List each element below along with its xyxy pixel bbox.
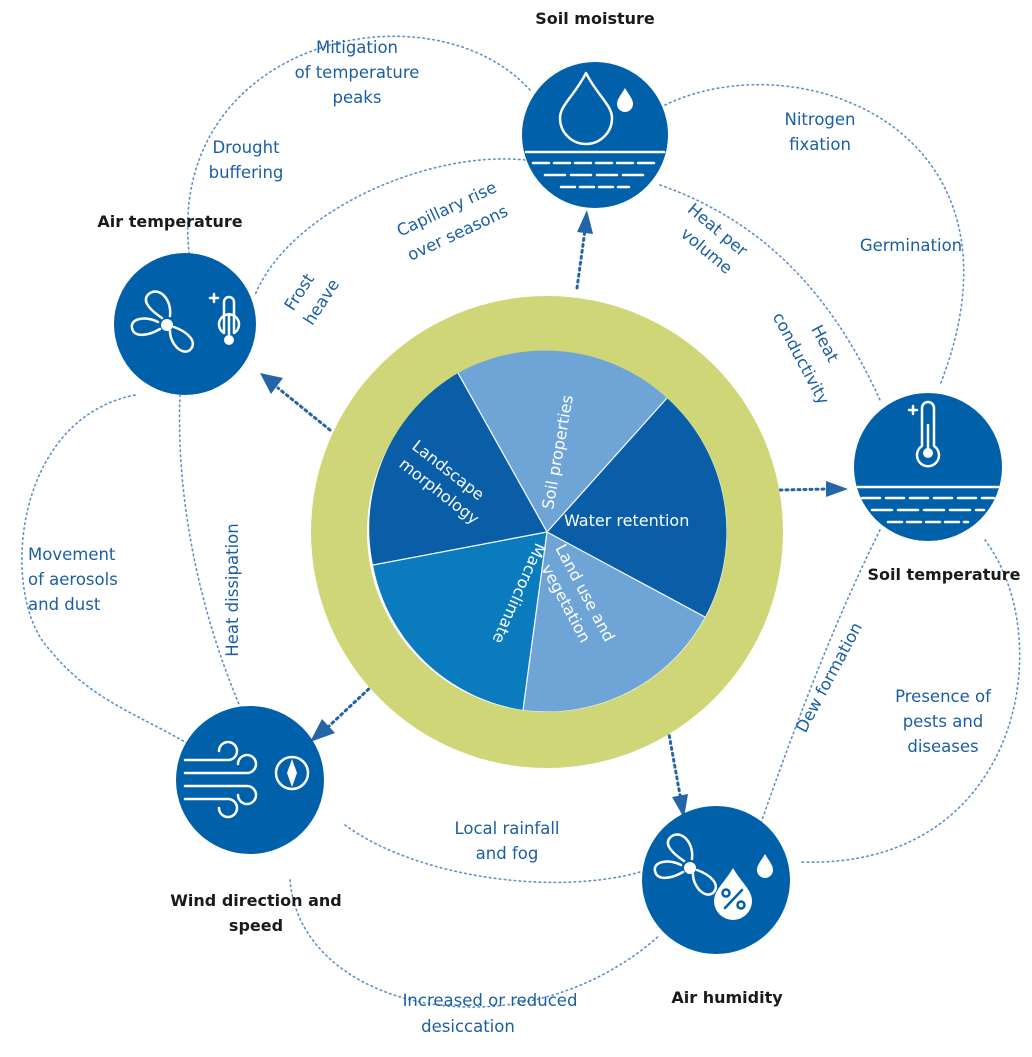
fan-droplet-icon (653, 833, 773, 920)
soil-moisture-circle (522, 62, 668, 208)
label-nitrogen-1: Nitrogen (785, 110, 856, 129)
label-desiccation-1: Increased or reduced (403, 991, 578, 1010)
arrow-to-air-temperature (276, 386, 332, 432)
label-germination: Germination (860, 236, 962, 255)
loop-moisture-soiltemp-inner (659, 184, 881, 401)
loop-moisture-soiltemp-outer (664, 83, 965, 386)
loop-wind-humidity-outer (289, 879, 661, 1008)
segment-soil-properties (458, 350, 667, 532)
label-mitigation-3: peaks (333, 88, 382, 107)
label-mitigation-2: of temperature (295, 63, 420, 82)
center-wheel: Soil properties Water retention Land use… (311, 296, 783, 768)
label-heat-dissipation: Heat dissipation (223, 523, 242, 656)
segment-land-use (523, 532, 705, 712)
arrowhead-air-humidity (672, 794, 688, 818)
air-temperature-circle (114, 253, 256, 395)
label-pests-1: Presence of (895, 687, 992, 706)
air-humidity-title: Air humidity (671, 988, 783, 1007)
loop-moisture-airtemp-inner (254, 158, 526, 296)
wind-circle (176, 706, 324, 854)
label-movement-1: Movement (28, 545, 116, 564)
loop-wind-humidity-inner (344, 824, 641, 884)
label-rainfall-2: and fog (476, 844, 539, 863)
label-dew: Dew formation (792, 619, 866, 735)
label-water-retention: Water retention (564, 511, 689, 530)
air-temperature-title: Air temperature (97, 212, 242, 231)
arrowhead-wind (310, 719, 335, 742)
label-rainfall-1: Local rainfall (454, 819, 559, 838)
label-drought-1: Drought (212, 138, 280, 157)
soil-moisture-title: Soil moisture (535, 9, 655, 28)
label-drought-2: buffering (209, 163, 284, 182)
influence-arrows (260, 210, 848, 818)
arrowhead-air-temperature (260, 373, 283, 394)
wind-compass-icon (183, 740, 310, 819)
loop-soiltemp-humidity-inner (754, 529, 881, 841)
node-soil-moisture: Soil moisture (522, 9, 668, 208)
label-movement-3: and dust (28, 595, 101, 614)
segment-landscape (369, 373, 547, 565)
arrowhead-soil-temperature (826, 481, 848, 497)
loop-soiltemp-humidity-outer (799, 539, 1021, 863)
arrow-to-soil-temperature (778, 487, 830, 492)
node-soil-temperature: Soil temperature (854, 393, 1021, 584)
fan-thermometer-icon (130, 290, 241, 353)
air-humidity-circle (642, 806, 790, 954)
arrow-to-soil-moisture (575, 228, 587, 290)
segment-macroclimate (373, 532, 547, 710)
thermometer-soil-icon (856, 400, 1000, 524)
label-mitigation-1: Mitigation (316, 38, 398, 57)
soil-temperature-title: Soil temperature (868, 565, 1021, 584)
relationship-loops (21, 35, 1021, 1008)
label-pests-3: diseases (907, 737, 978, 756)
segment-water-retention (547, 398, 727, 617)
node-wind: Wind direction and speed (170, 706, 342, 935)
loop-airtemp-wind-outer (21, 394, 191, 746)
loop-moisture-airtemp-outer (187, 35, 531, 261)
label-pests-2: pests and (903, 712, 984, 731)
loop-airtemp-wind-inner (178, 394, 246, 719)
label-nitrogen-2: fixation (789, 135, 851, 154)
wind-title-line-1: Wind direction and (170, 891, 341, 910)
wind-title-line-2: speed (229, 916, 283, 935)
arrow-to-wind (326, 683, 375, 729)
segment-dividers (372, 372, 706, 711)
droplet-percent-icon (524, 71, 666, 189)
node-air-temperature: Air temperature (97, 212, 256, 395)
label-movement-2: of aerosols (28, 570, 118, 589)
node-air-humidity: Air humidity (642, 806, 790, 1007)
label-desiccation-2: desiccation (421, 1017, 515, 1036)
arrowhead-soil-moisture (577, 210, 593, 234)
